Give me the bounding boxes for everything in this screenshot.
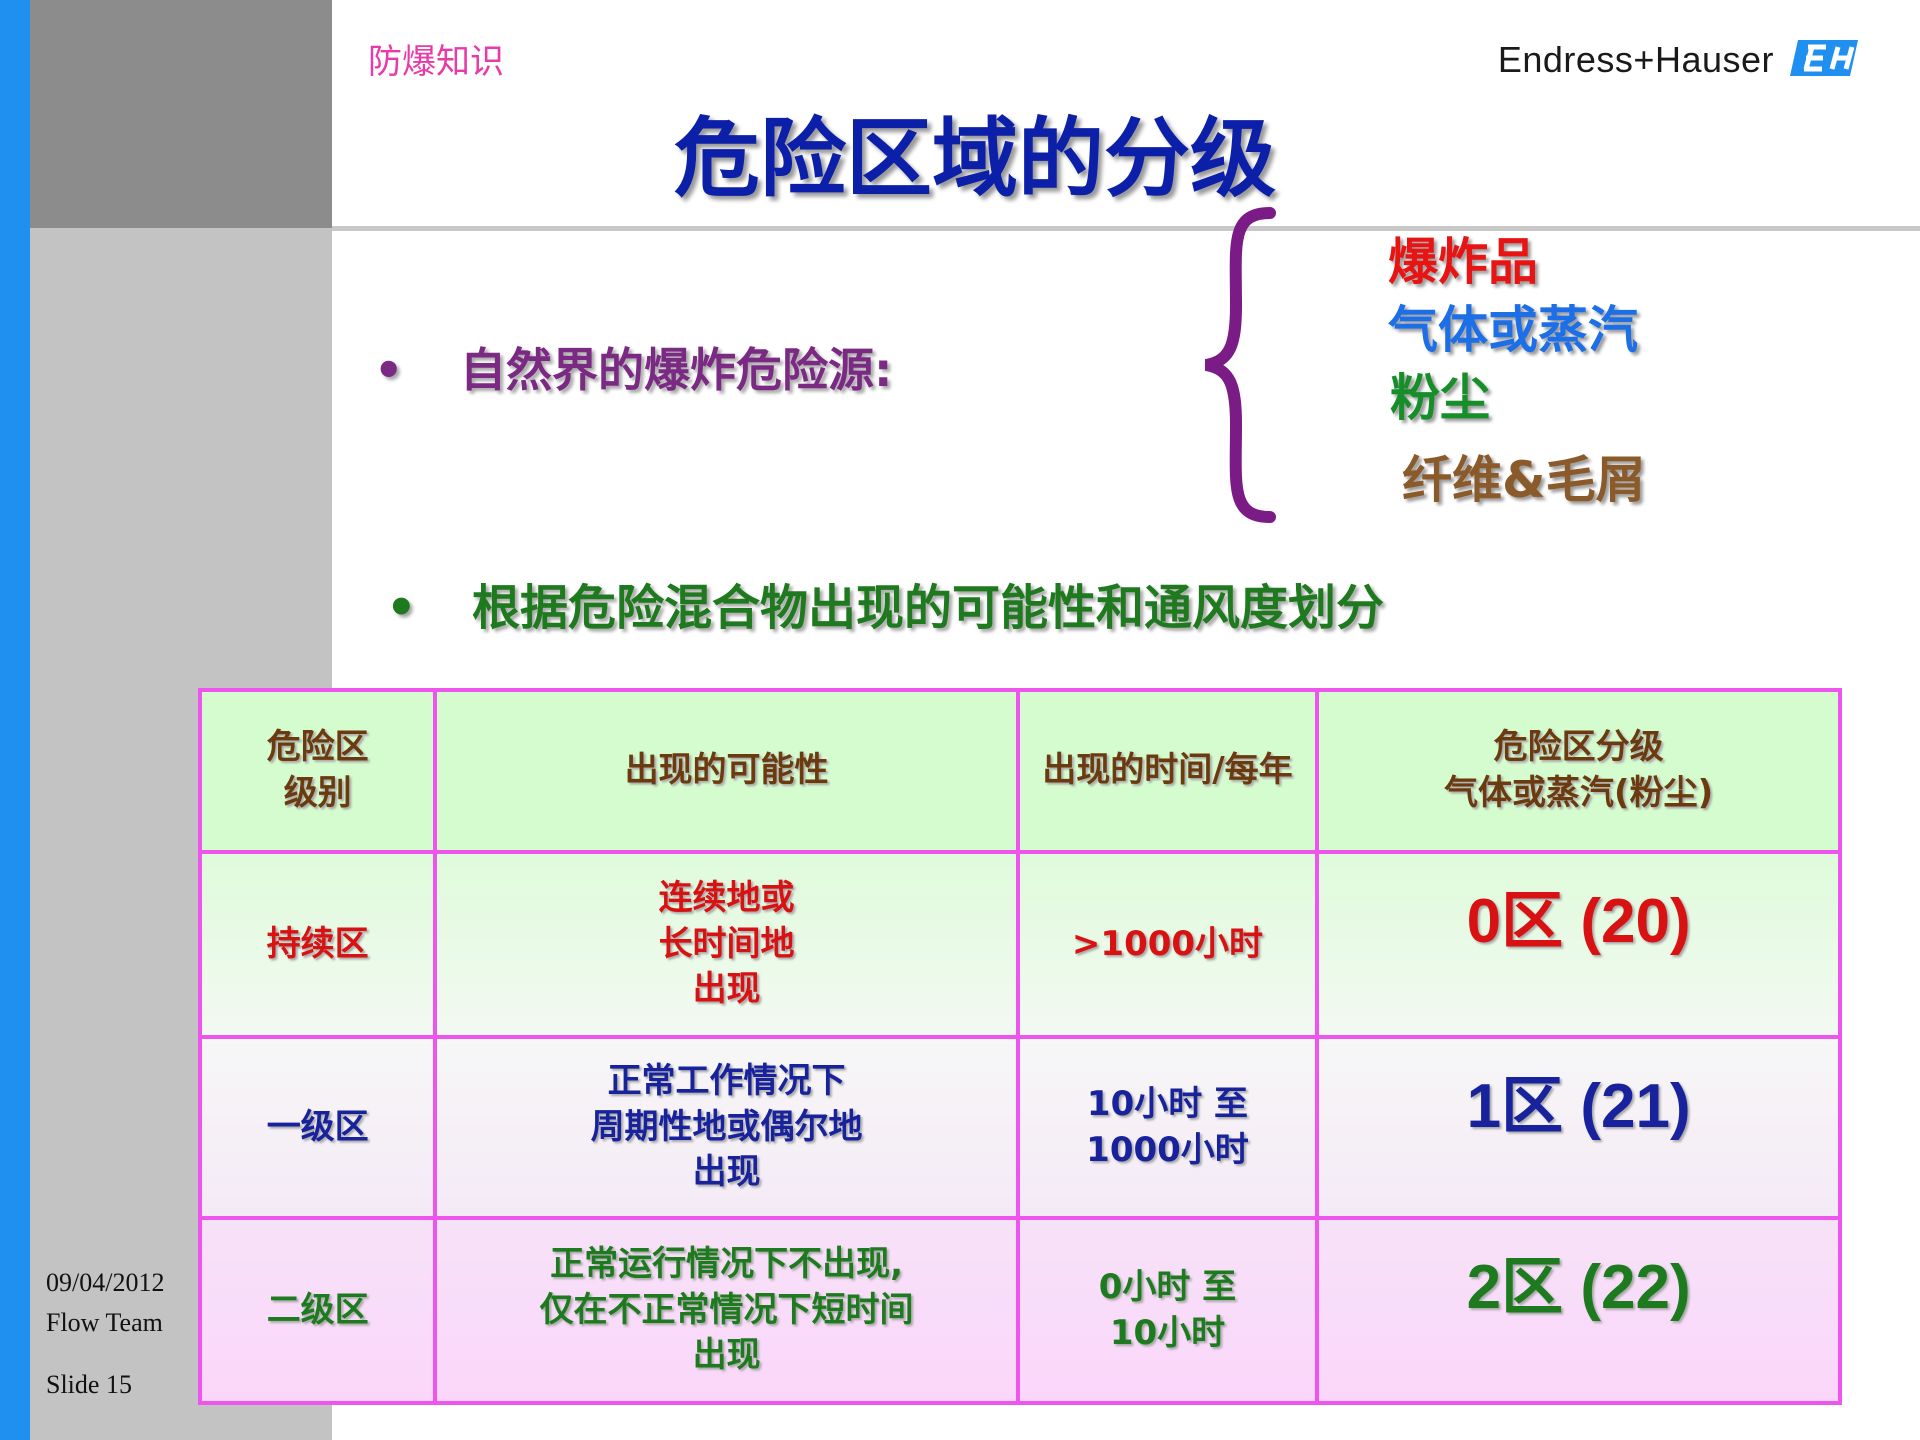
row-level: 持续区 bbox=[197, 850, 438, 1039]
bullet-dot: • bbox=[374, 343, 404, 397]
row-level: 一级区 bbox=[197, 1035, 438, 1220]
bullet-classification-basis: • 根据危险混合物出现的可能性和通风度划分 bbox=[386, 568, 1384, 638]
header-divider bbox=[332, 226, 1920, 231]
row-zone: 1区 (21) bbox=[1315, 1035, 1842, 1220]
brand-logo: Endress+Hauser bbox=[1498, 38, 1860, 82]
footer-team: Flow Team bbox=[46, 1308, 163, 1337]
zone-classification-table: 危险区 级别 出现的可能性 出现的时间/每年 危险区分级 气体或蒸汽(粉尘) 持… bbox=[197, 688, 1842, 1405]
table-header-row: 危险区 级别 出现的可能性 出现的时间/每年 危险区分级 气体或蒸汽(粉尘) bbox=[197, 688, 1842, 854]
curly-brace-icon bbox=[1200, 205, 1280, 529]
row-duration: 10小时 至 1000小时 bbox=[1015, 1035, 1320, 1220]
left-accent-bar bbox=[0, 0, 30, 1440]
eh-logo-icon bbox=[1788, 38, 1860, 82]
table-row: 持续区 连续地或 长时间地 出现 >1000小时 0区 (20) bbox=[197, 850, 1842, 1039]
table-row: 一级区 正常工作情况下 周期性地或偶尔地 出现 10小时 至 1000小时 1区… bbox=[197, 1035, 1842, 1220]
row-likelihood: 正常运行情况下不出现, 仅在不正常情况下短时间 出现 bbox=[433, 1216, 1020, 1405]
row-likelihood: 连续地或 长时间地 出现 bbox=[433, 850, 1020, 1039]
sidebar-top-block bbox=[30, 0, 332, 228]
row-zone: 2区 (22) bbox=[1315, 1216, 1842, 1405]
row-duration: 0小时 至 10小时 bbox=[1015, 1216, 1320, 1405]
bullet-text: 根据危险混合物出现的可能性和通风度划分 bbox=[472, 580, 1385, 636]
footer-slide-number: Slide 15 bbox=[46, 1370, 132, 1399]
source-dust: 粉尘 bbox=[1390, 369, 1490, 427]
header-duration: 出现的时间/每年 bbox=[1015, 688, 1320, 854]
bullet-text: 自然界的爆炸危险源: bbox=[460, 343, 893, 397]
header-likelihood: 出现的可能性 bbox=[433, 688, 1020, 854]
row-zone: 0区 (20) bbox=[1315, 850, 1842, 1039]
row-level: 二级区 bbox=[197, 1216, 438, 1405]
source-explosives: 爆炸品 bbox=[1388, 233, 1538, 291]
slide-title: 危险区域的分级 bbox=[674, 109, 1276, 209]
source-gas-vapor: 气体或蒸汽 bbox=[1388, 301, 1638, 359]
header-zone-class: 危险区分级 气体或蒸汽(粉尘) bbox=[1315, 688, 1842, 854]
row-likelihood: 正常工作情况下 周期性地或偶尔地 出现 bbox=[433, 1035, 1020, 1220]
bullet-dot: • bbox=[386, 580, 417, 636]
table-row: 二级区 正常运行情况下不出现, 仅在不正常情况下短时间 出现 0小时 至 10小… bbox=[197, 1216, 1842, 1405]
header-zone-level: 危险区 级别 bbox=[197, 688, 438, 854]
section-label: 防爆知识 bbox=[368, 42, 504, 82]
bullet-explosion-sources: • 自然界的爆炸危险源: bbox=[374, 334, 892, 400]
row-duration: >1000小时 bbox=[1015, 850, 1320, 1039]
source-fiber-lint: 纤维&毛屑 bbox=[1402, 451, 1646, 509]
footer-date: 09/04/2012 bbox=[46, 1268, 165, 1297]
brand-name: Endress+Hauser bbox=[1497, 39, 1774, 80]
